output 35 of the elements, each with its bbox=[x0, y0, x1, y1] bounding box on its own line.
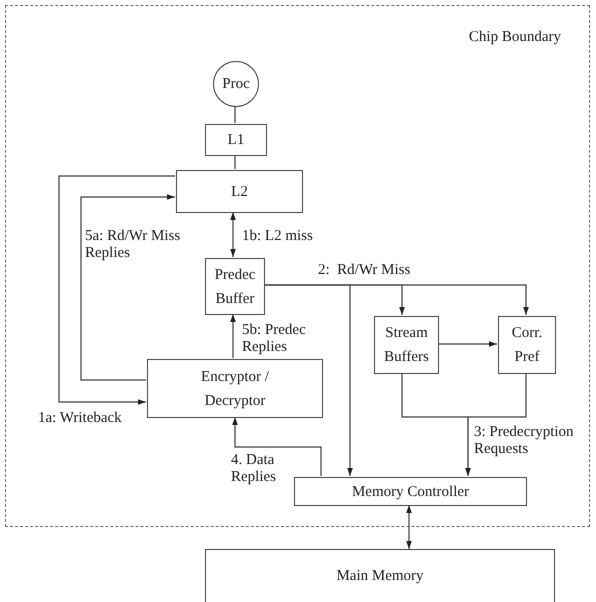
component-box bbox=[294, 477, 527, 506]
node-label: L2 bbox=[231, 182, 248, 202]
connector-arrow bbox=[230, 212, 236, 257]
node-label: Memory Controller bbox=[352, 482, 470, 502]
edge-label: 3: Predecryption Requests bbox=[474, 424, 575, 457]
connector-arrow bbox=[406, 505, 412, 549]
node-label: L1 bbox=[228, 131, 244, 150]
component-box bbox=[147, 359, 323, 418]
node-label: Predec Buffer bbox=[214, 266, 256, 308]
node-label: Corr. Pref bbox=[510, 324, 544, 367]
component-box bbox=[205, 124, 267, 156]
edge-label: 5b: Predec Replies bbox=[242, 322, 307, 355]
edge-label: 2: Rd/Wr Miss bbox=[318, 262, 412, 278]
component-box bbox=[374, 316, 439, 374]
node-label: Stream Buffers bbox=[383, 324, 430, 367]
component-box bbox=[498, 316, 556, 374]
connector-arrow bbox=[438, 341, 497, 347]
node-label: Main Memory bbox=[336, 567, 424, 586]
edge-label: 1b: L2 miss bbox=[242, 228, 314, 244]
connector-arrow bbox=[80, 194, 175, 381]
node-label: Proc bbox=[222, 75, 250, 94]
node-label: Encryptor / Decryptor bbox=[200, 368, 270, 410]
edge-label: 1a: Writeback bbox=[38, 410, 123, 426]
connector-arrow bbox=[264, 284, 353, 476]
connector-arrow bbox=[465, 373, 527, 476]
boundary-label: Chip Boundary bbox=[468, 28, 561, 47]
connector-arrow bbox=[58, 175, 175, 405]
chip-boundary bbox=[5, 5, 590, 527]
connector-arrow bbox=[230, 314, 236, 358]
component-box bbox=[205, 549, 555, 602]
edge-label: 4. Data Replies bbox=[231, 452, 277, 485]
connector-arrow bbox=[232, 417, 322, 476]
component-box bbox=[205, 258, 265, 315]
edge-label: 5a: Rd/Wr Miss Replies bbox=[85, 228, 182, 261]
component-box bbox=[176, 170, 303, 213]
